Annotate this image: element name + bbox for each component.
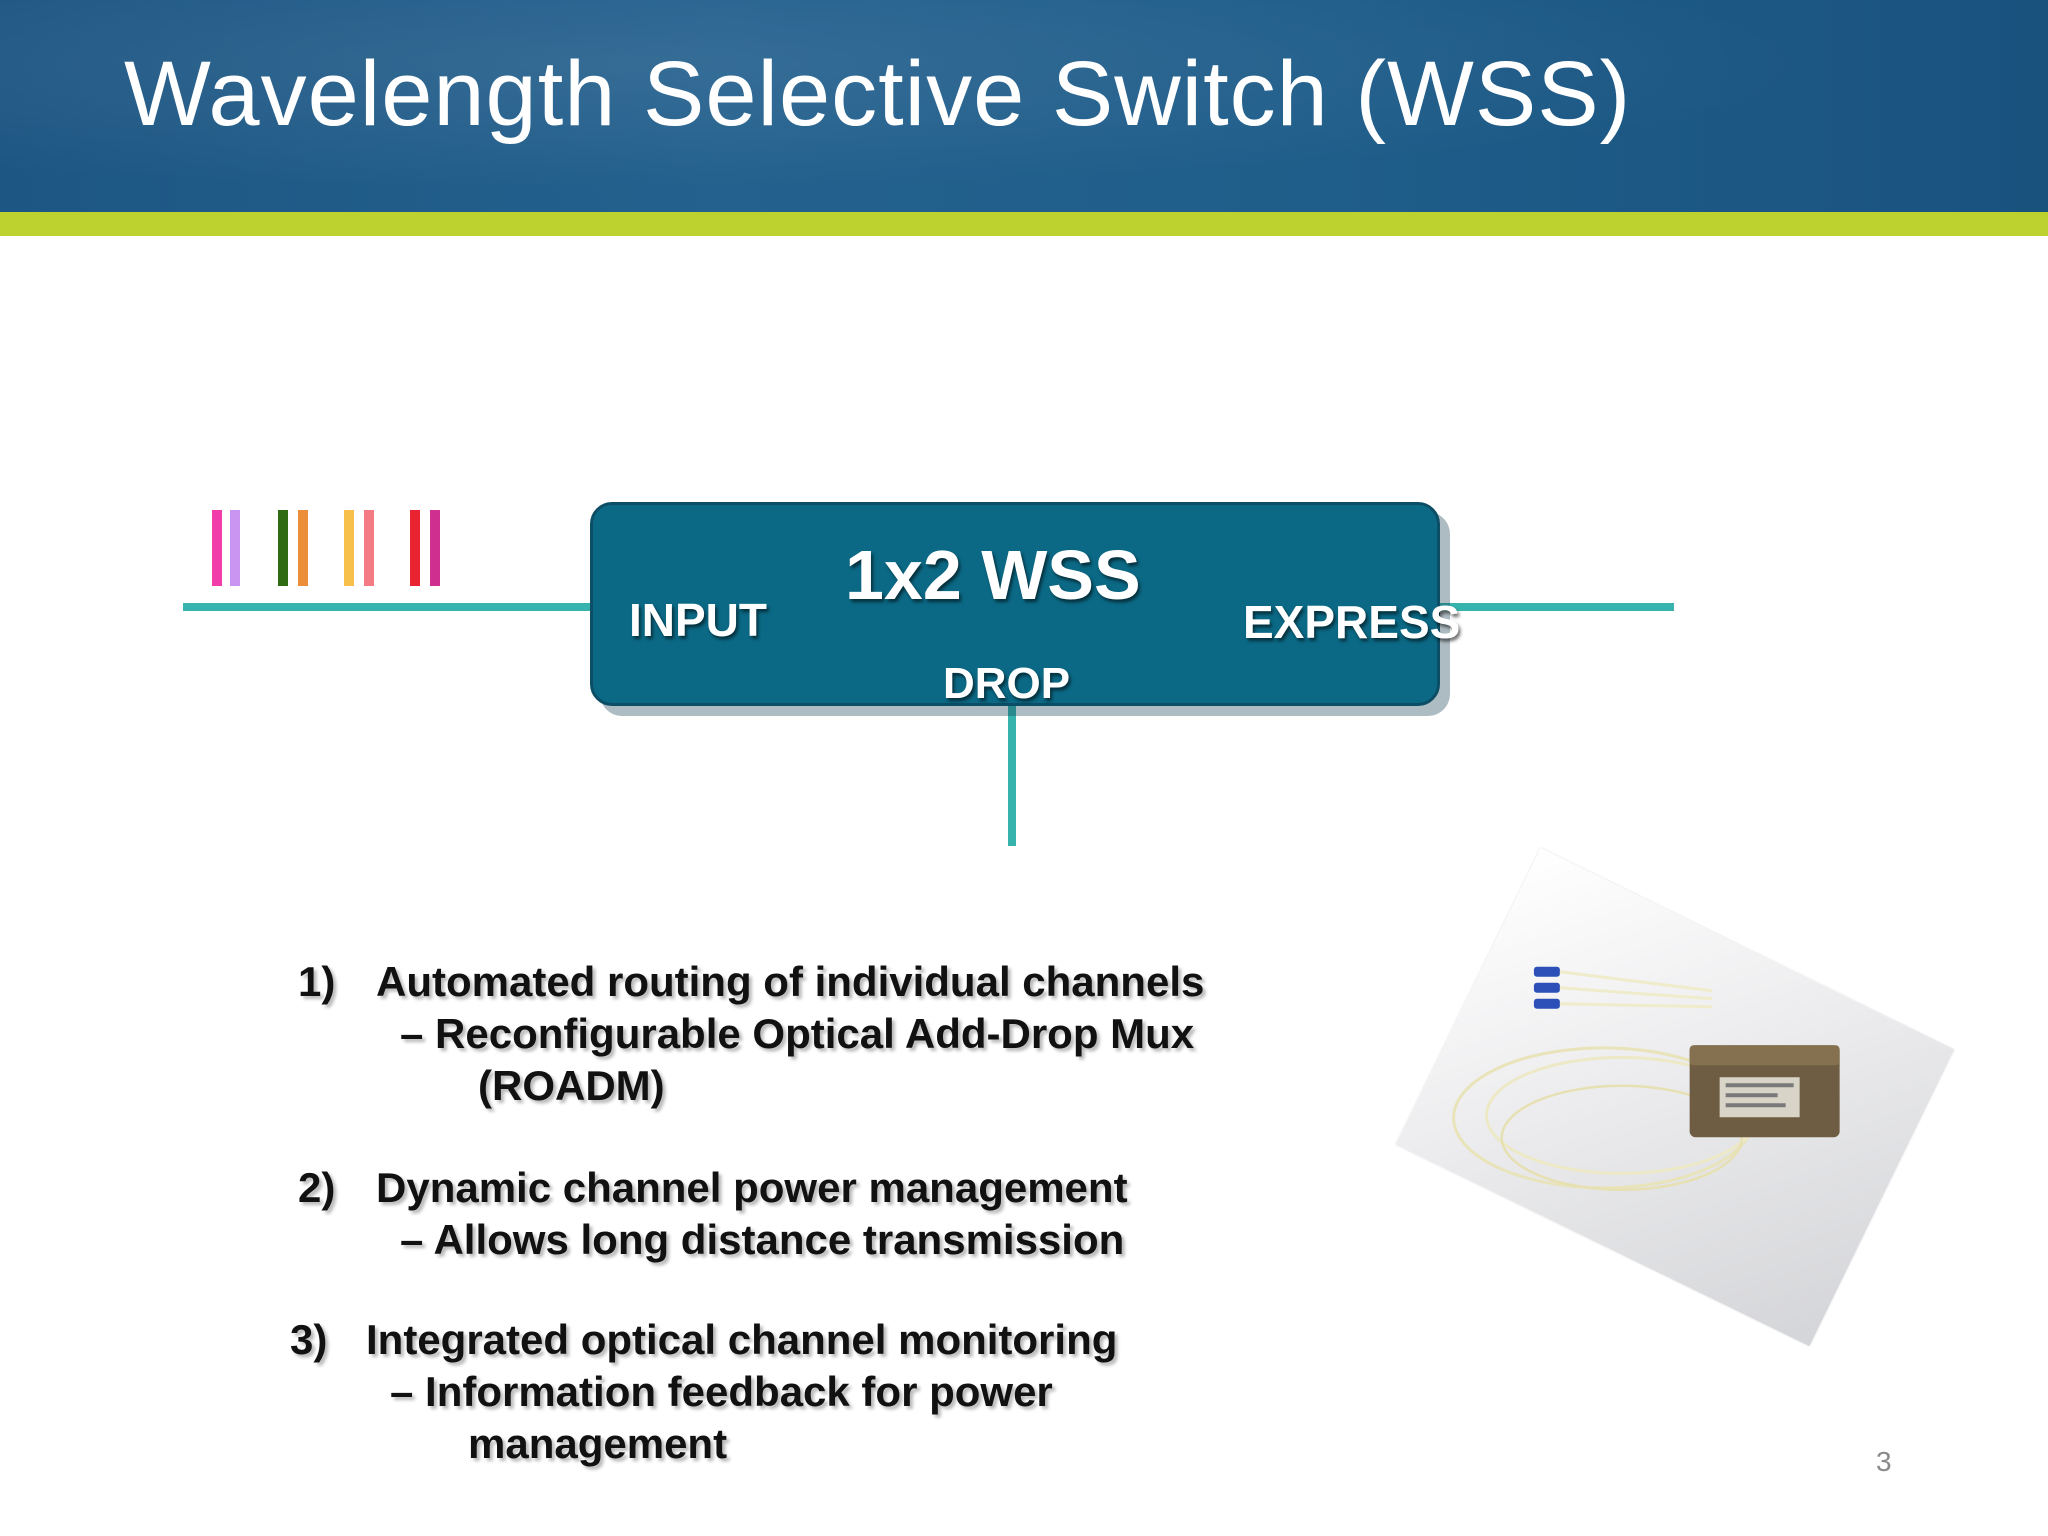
drop-label: DROP bbox=[943, 659, 1071, 708]
list-item-sub: – Information feedback for power bbox=[390, 1368, 1053, 1415]
list-item-number: 2) bbox=[298, 1164, 336, 1211]
list-item-number: 3) bbox=[290, 1316, 328, 1363]
channel-bar bbox=[430, 510, 440, 586]
list-item-sub: (ROADM) bbox=[478, 1062, 665, 1109]
input-label: INPUT bbox=[629, 594, 767, 646]
list-item-main: Integrated optical channel monitoring bbox=[366, 1316, 1118, 1363]
channel-bar bbox=[278, 510, 288, 586]
channel-bar bbox=[212, 510, 222, 586]
channel-bar bbox=[344, 510, 354, 586]
express-fiber-line bbox=[1438, 603, 1674, 611]
wss-module-illustration bbox=[1452, 966, 1840, 1192]
input-fiber-line bbox=[183, 603, 593, 611]
list-item-main: Automated routing of individual channels bbox=[376, 958, 1205, 1005]
channel-bar bbox=[230, 510, 240, 586]
accent-bar bbox=[0, 212, 2048, 236]
slide-title: Wavelength Selective Switch (WSS) bbox=[124, 43, 1632, 145]
title-banner bbox=[0, 0, 2048, 212]
wss-box: 1x2 WSS INPUT EXPRESS DROP bbox=[590, 502, 1460, 708]
channel-bar bbox=[298, 510, 308, 586]
list-item-sub: management bbox=[468, 1420, 728, 1467]
channel-bar bbox=[364, 510, 374, 586]
wss-diagram: 1x2 WSS INPUT EXPRESS DROP bbox=[183, 502, 1674, 846]
list-item-number: 1) bbox=[298, 958, 336, 1005]
express-label: EXPRESS bbox=[1243, 596, 1461, 648]
wss-box-title: 1x2 WSS bbox=[845, 536, 1141, 614]
channel-bar bbox=[410, 510, 420, 586]
list-item-sub: – Reconfigurable Optical Add-Drop Mux bbox=[400, 1010, 1195, 1057]
list-item-main: Dynamic channel power management bbox=[376, 1164, 1128, 1211]
wss-module-photo bbox=[1395, 847, 1955, 1347]
drop-fiber-line bbox=[1008, 706, 1016, 846]
list-item-sub: – Allows long distance transmission bbox=[400, 1216, 1125, 1263]
page-number: 3 bbox=[1876, 1446, 1892, 1477]
